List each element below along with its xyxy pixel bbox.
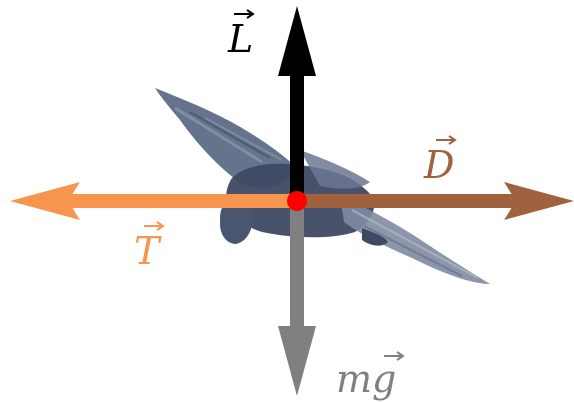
weight-arrow (278, 201, 316, 396)
drag-arrow (297, 182, 574, 220)
thrust-arrow (10, 182, 297, 220)
center-of-mass-dot (287, 191, 307, 211)
svg-text:L: L (227, 17, 253, 61)
svg-text:mg: mg (336, 357, 396, 401)
drag-label: D (423, 135, 457, 187)
vector-arrow-icon (436, 135, 457, 145)
vector-arrow-icon (384, 351, 405, 361)
lift-label: L (227, 9, 255, 61)
thrust-label: T (134, 221, 165, 273)
vector-arrow-icon (144, 221, 165, 231)
vector-arrow-icon (234, 9, 255, 19)
svg-text:D: D (423, 143, 454, 187)
svg-text:T: T (134, 229, 162, 273)
weight-label: mg (336, 351, 405, 401)
lift-arrow (278, 6, 316, 202)
